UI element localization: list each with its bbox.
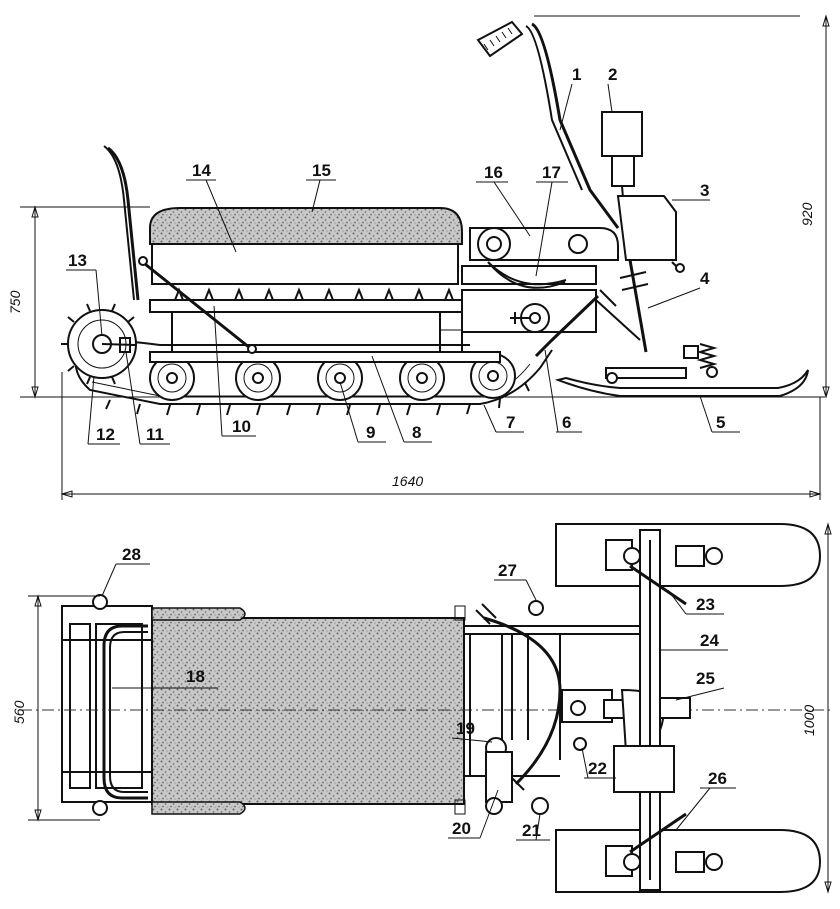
callout-5: 5: [716, 413, 725, 432]
control-cable: [483, 616, 562, 786]
callout-20: 20: [452, 819, 471, 838]
callout-18: 18: [186, 667, 205, 686]
dim-560: 560: [11, 594, 100, 822]
seat-top: [151, 617, 465, 805]
top-callouts: 18 19 20 21 22 23 24 25 26 27: [101, 545, 736, 841]
shock-absorber: [601, 111, 643, 211]
engine-block: [485, 737, 587, 815]
steering-column: [476, 15, 800, 229]
engine-housing: [461, 227, 619, 333]
callout-13: 13: [68, 251, 87, 270]
fork-bracket: [616, 195, 677, 261]
callout-14: 14: [192, 161, 211, 180]
callout-8: 8: [412, 423, 421, 442]
dim-920-label: 920: [799, 202, 815, 226]
seat-bolster-bottom: [151, 801, 246, 815]
callout-12: 12: [96, 425, 115, 444]
road-wheel: [149, 355, 195, 401]
callout-11: 11: [146, 425, 164, 444]
callout-17: 17: [542, 163, 561, 182]
callout-9: 9: [366, 423, 375, 442]
rear-sprocket: [61, 303, 137, 385]
callout-15: 15: [312, 161, 331, 180]
callout-21: 21: [522, 821, 541, 840]
callout-16: 16: [484, 163, 503, 182]
dim-1640: 1640: [60, 372, 822, 500]
dim-1000-label: 1000: [801, 705, 817, 736]
callout-27: 27: [498, 561, 517, 580]
rail-spikes: [174, 287, 454, 301]
dim-560-label: 560: [11, 700, 27, 724]
seat-hoop: [102, 624, 148, 800]
front-spring: [605, 343, 718, 384]
road-wheel: [235, 355, 281, 401]
lower-frame: [149, 299, 501, 363]
seat-bolster-top: [151, 607, 246, 621]
callout-7: 7: [506, 413, 515, 432]
callout-1: 1: [572, 65, 581, 84]
rear-frame: [61, 594, 153, 816]
drive-belt: [487, 261, 566, 289]
top-view: 560 1000 18 19 20 21 22 23 24: [11, 522, 832, 894]
callout-26: 26: [708, 769, 727, 788]
callout-3: 3: [700, 181, 709, 200]
dim-1000: 1000: [801, 522, 832, 894]
callout-28: 28: [122, 545, 141, 564]
side-callouts: 1 2 3 4 5 6 7 8 9 10 11: [66, 65, 740, 445]
callout-4: 4: [700, 269, 710, 288]
side-view: 750 920 1640 1 2 3 4 5: [7, 14, 830, 500]
callout-22: 22: [588, 759, 607, 778]
seat-back: [107, 146, 140, 301]
dim-920: 920: [799, 14, 830, 399]
front-ski: [554, 369, 809, 397]
seat-cushion: [149, 207, 463, 245]
dim-750-label: 750: [7, 290, 23, 314]
front-arm: [534, 294, 600, 358]
callout-6: 6: [562, 413, 571, 432]
ski-mounts: [605, 539, 723, 877]
callout-24: 24: [700, 631, 719, 650]
dim-1640-label: 1640: [392, 473, 423, 489]
callout-25: 25: [696, 669, 715, 688]
callout-10: 10: [232, 417, 251, 436]
dim-750: 750: [7, 205, 150, 399]
callout-2: 2: [608, 65, 617, 84]
front-axle: [613, 529, 675, 891]
callout-19: 19: [456, 719, 475, 738]
diagonal-brace: [139, 258, 251, 350]
callout-23: 23: [696, 595, 715, 614]
